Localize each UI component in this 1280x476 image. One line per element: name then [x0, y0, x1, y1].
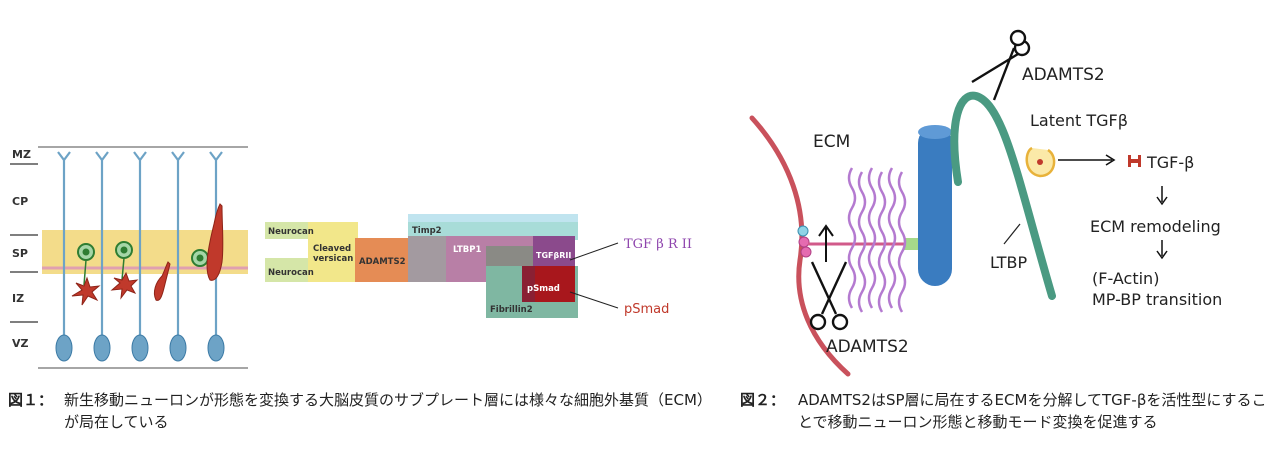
- ltbp1-label: LTBP1: [453, 245, 482, 255]
- timp2-box: [408, 222, 578, 240]
- ltbp-label: LTBP: [990, 253, 1027, 272]
- figure1-caption: 図１： 新生移動ニューロンが形態を変換する大脳皮質のサブプレート層には様々な細胞…: [8, 389, 728, 431]
- neurocan-bottom-label: Neurocan: [268, 268, 314, 278]
- tgf-beta-label: TGF-β: [1146, 153, 1194, 172]
- tgfbrii-box: [533, 236, 575, 266]
- psmad-box-label: pSmad: [527, 284, 560, 294]
- tgfbrii-box-label: TGFβRII: [536, 251, 571, 260]
- bead-pink: [800, 246, 812, 258]
- right-arrow-head-icon: [1105, 154, 1116, 166]
- fibrillin2-label: Fibrillin2: [490, 305, 533, 315]
- ecm-overlap-diagram: Neurocan Neurocan Cleaved versican ADAMT…: [265, 214, 692, 318]
- timp2-label: Timp2: [412, 226, 442, 236]
- scissors-top-icon: [971, 29, 1031, 101]
- adamts2-box-label: ADAMTS2: [359, 257, 406, 267]
- vz-cell-bodies: [55, 334, 225, 362]
- timp2-bar-top: [408, 214, 578, 224]
- multipolar-neurons: [77, 241, 209, 286]
- adamts2-bottom-label: ADAMTS2: [826, 337, 909, 357]
- figure2-caption-text: ADAMTS2はSP層に局在するECMを分解してTGF-βを活性型にすることで移…: [798, 391, 1267, 431]
- neurocan-top-box: [265, 222, 313, 239]
- psmad-callout-line: [569, 291, 619, 309]
- layer-label-cp: CP: [12, 195, 28, 208]
- mechanism-diagram: ECM ADAMTS2 ADAMTS2 Latent TGFβ LTBP TGF…: [749, 29, 1222, 377]
- latent-tgf-core: [1037, 159, 1043, 165]
- ltbp-hook: [950, 91, 1056, 300]
- adamts2-timp2-overlap: [408, 236, 448, 282]
- psmad-overlap: [522, 266, 535, 302]
- ecm-membrane-curve: [749, 115, 851, 377]
- adamts2-top-label: ADAMTS2: [1022, 65, 1105, 85]
- layer-label-iz: IZ: [12, 292, 24, 305]
- figure1-caption-label: 図１：: [8, 391, 54, 409]
- red-migrating-cells: [71, 203, 224, 306]
- receptor-cylinder: [918, 126, 952, 286]
- ecm-remodeling-label: ECM remodeling: [1090, 217, 1221, 236]
- figure2-caption: 図２： ADAMTS2はSP層に局在するECMを分解してTGF-βを活性型にする…: [740, 389, 1270, 431]
- layer-label-vz: VZ: [12, 337, 29, 350]
- cleaved-versican-box: [308, 222, 358, 282]
- figure1-caption-text: 新生移動ニューロンが形態を変換する大脳皮質のサブプレート層には様々な細胞外基質（…: [64, 391, 712, 431]
- figure2-caption-label: 図２：: [740, 391, 786, 409]
- psmad-callout-label: pSmad: [624, 302, 669, 317]
- versican-label-line2: versican: [313, 254, 353, 264]
- bead-pink: [798, 236, 810, 248]
- cleaved-label-line1: Cleaved: [313, 244, 351, 254]
- neurocan-bottom-box: [265, 258, 313, 282]
- cortex-schematic: MZ CP SP IZ VZ: [10, 146, 248, 369]
- f-actin-label: (F-Actin): [1092, 269, 1159, 288]
- down-arrows: [1156, 186, 1168, 260]
- tgf-callout-label: TGF β R II: [624, 237, 692, 252]
- neurocan-top-label: Neurocan: [268, 227, 314, 237]
- ecm-label: ECM: [813, 132, 850, 152]
- scissors-bottom-icon: [809, 261, 849, 331]
- tgf-callout-line: [569, 242, 619, 261]
- ecm-purple-fibers: [847, 167, 907, 313]
- layer-label-sp: SP: [12, 247, 28, 260]
- cylinder-top: [918, 125, 952, 139]
- tgf-marker-icon: [1128, 155, 1131, 167]
- latent-tgf-label: Latent TGFβ: [1030, 111, 1128, 130]
- adamts2-box: [355, 238, 410, 282]
- layer-label-mz: MZ: [12, 148, 31, 161]
- bead-blue: [797, 225, 809, 237]
- up-arrow-head-icon: [818, 224, 834, 237]
- ltbp-callout-line: [1003, 223, 1021, 245]
- mp-bp-transition-label: MP-BP transition: [1092, 290, 1222, 309]
- radial-glia-fibers: [57, 151, 223, 340]
